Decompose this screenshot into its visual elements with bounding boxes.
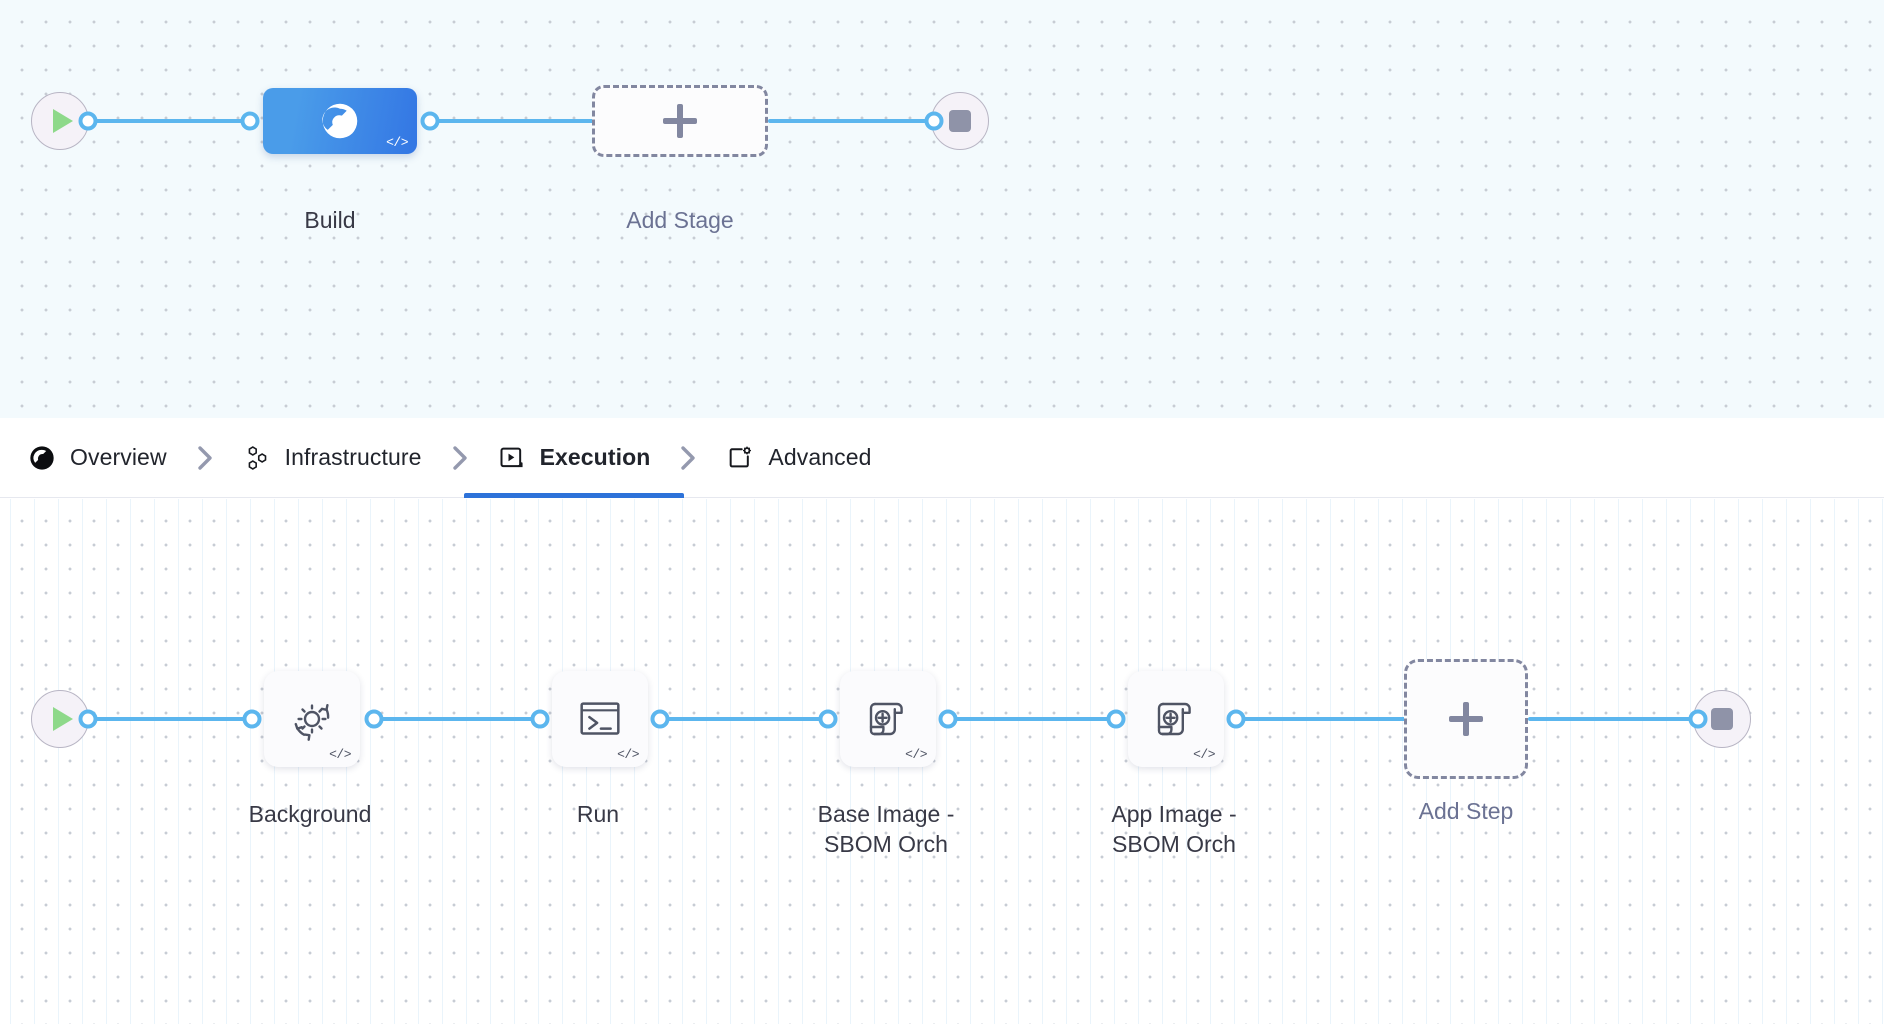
step-label-app-image-sbom-orch: App Image - SBOM Orch — [1111, 801, 1237, 858]
sbom-scroll-icon — [1157, 702, 1191, 736]
port-run-in[interactable] — [530, 709, 550, 729]
tab-advanced[interactable]: Advanced — [720, 418, 877, 498]
port-baseimage-in[interactable] — [818, 709, 838, 729]
execution-steps-canvas[interactable]: </> Background </> Run — [0, 499, 1884, 1024]
stop-icon — [1711, 708, 1733, 730]
sbom-scroll-icon — [869, 702, 903, 736]
port-appimage-in[interactable] — [1106, 709, 1126, 729]
step-graph: </> Background </> Run — [0, 499, 1884, 1024]
stage-end-node[interactable] — [931, 92, 989, 150]
tab-separator-1 — [173, 442, 237, 474]
overview-icon — [30, 445, 54, 470]
port-build-in[interactable] — [240, 111, 260, 131]
tab-infrastructure[interactable]: Infrastructure — [237, 418, 428, 498]
port-end-in[interactable] — [924, 111, 944, 131]
tab-execution[interactable]: Execution — [463, 418, 685, 498]
chevron-right-icon — [197, 445, 212, 470]
port-step-start-out[interactable] — [78, 709, 98, 729]
stop-icon — [949, 110, 971, 132]
tab-execution-label: Execution — [539, 444, 651, 470]
tab-separator-2 — [428, 442, 492, 474]
port-background-in[interactable] — [242, 709, 262, 729]
edge-run-to-baseimage — [660, 717, 832, 721]
port-baseimage-out[interactable] — [938, 709, 958, 729]
edge-start-to-build — [86, 119, 250, 123]
play-icon — [52, 109, 73, 133]
stage-graph-canvas[interactable]: </> Build Add Stage — [0, 0, 1884, 418]
code-badge: </> — [1193, 747, 1215, 762]
edge-build-to-addstage — [430, 119, 600, 123]
port-build-out[interactable] — [420, 111, 440, 131]
port-start-out[interactable] — [78, 111, 98, 131]
stage-graph: </> Build Add Stage — [0, 0, 1884, 418]
harness-ci-icon — [322, 103, 358, 139]
port-run-out[interactable] — [650, 709, 670, 729]
code-badge: </> — [617, 747, 639, 762]
advanced-gear-box-icon — [730, 445, 752, 467]
edge-addstep-to-end — [1528, 717, 1696, 721]
tab-infrastructure-label: Infrastructure — [284, 444, 422, 470]
gear-refresh-icon — [294, 704, 330, 741]
edge-appimage-to-addstep — [1236, 717, 1408, 721]
port-appimage-out[interactable] — [1226, 709, 1246, 729]
step-node-background[interactable]: </> — [264, 671, 360, 767]
code-badge: </> — [386, 135, 408, 150]
chevron-right-icon — [681, 445, 696, 470]
execution-play-box-icon — [500, 447, 523, 467]
plus-icon — [663, 104, 697, 138]
port-background-out[interactable] — [364, 709, 384, 729]
step-label-base-image-sbom-orch: Base Image - SBOM Orch — [817, 801, 955, 858]
edge-baseimage-to-appimage — [948, 717, 1120, 721]
step-node-app-image-sbom-orch[interactable]: </> — [1128, 671, 1224, 767]
tab-separator-3 — [656, 442, 720, 474]
stage-label-build: Build — [304, 207, 356, 233]
code-badge: </> — [905, 747, 927, 762]
terminal-icon — [580, 702, 620, 735]
hexagon-cluster-icon — [248, 445, 266, 470]
stage-node-build[interactable]: </> — [263, 88, 417, 154]
add-step-node[interactable] — [1404, 659, 1528, 779]
tab-advanced-label: Advanced — [768, 444, 872, 470]
add-stage-node[interactable] — [592, 85, 768, 157]
code-badge: </> — [329, 747, 351, 762]
tab-overview[interactable]: Overview — [22, 418, 173, 498]
step-node-run[interactable]: </> — [552, 671, 648, 767]
add-stage-label: Add Stage — [626, 207, 734, 233]
plus-icon — [1449, 702, 1483, 736]
edge-start-to-background — [86, 717, 254, 721]
add-step-label: Add Step — [1418, 798, 1514, 824]
tab-overview-label: Overview — [70, 444, 167, 470]
port-step-end-in[interactable] — [1688, 709, 1708, 729]
edge-addstage-to-end — [768, 119, 958, 123]
chevron-right-icon — [452, 445, 467, 470]
step-label-background: Background — [248, 801, 372, 827]
edge-background-to-run — [374, 717, 546, 721]
stage-config-tab-bar[interactable]: Overview Infrastructure Execution — [0, 418, 1884, 498]
step-node-base-image-sbom-orch[interactable]: </> — [840, 671, 936, 767]
stage-start-node[interactable] — [31, 92, 89, 150]
play-icon — [52, 707, 73, 731]
step-label-run: Run — [576, 801, 620, 827]
